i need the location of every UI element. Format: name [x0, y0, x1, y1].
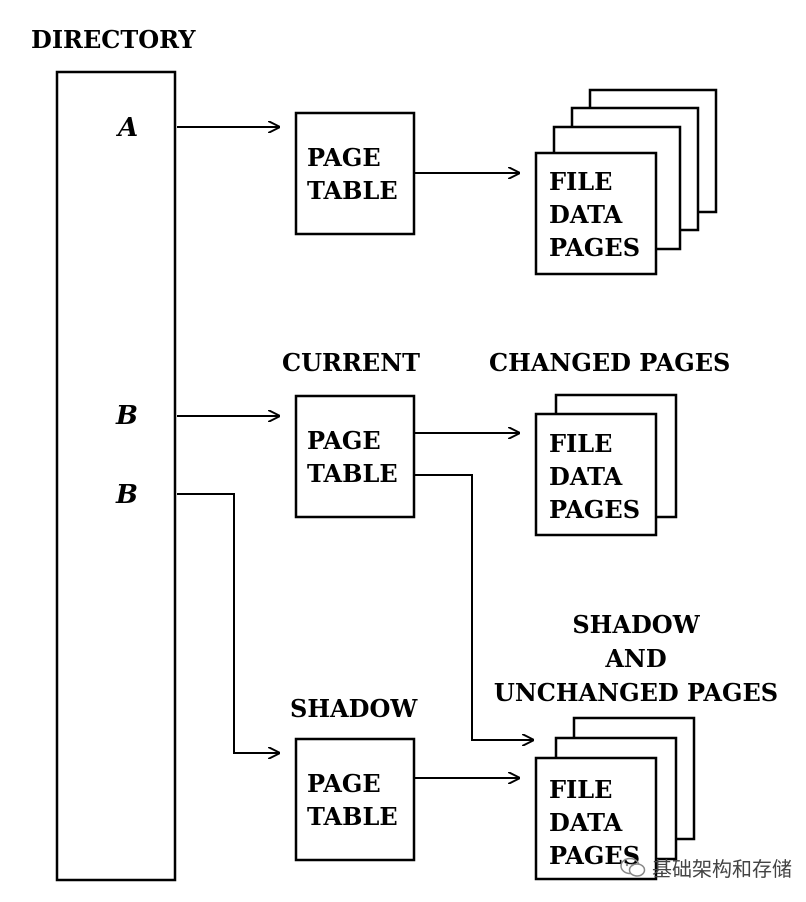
file-stack-changed-label: FILE DATA PAGES — [549, 429, 641, 524]
watermark: 基础架构和存储 — [620, 853, 792, 882]
directory-column — [55, 70, 177, 882]
file-stack-top-label: FILE DATA PAGES — [549, 167, 641, 262]
directory-entry-a: A — [118, 113, 139, 143]
directory-title: DIRECTORY — [31, 25, 196, 54]
directory-entry-b-shadow: B — [116, 480, 138, 510]
watermark-text: 基础架构和存储 — [652, 857, 792, 881]
page-table-shadow-label: PAGE TABLE — [307, 769, 398, 831]
page-table-shadow-box — [294, 737, 416, 862]
page-table-current-box — [294, 394, 416, 519]
changed-pages-heading: CHANGED PAGES — [489, 348, 731, 377]
arrow-b-to-shadow — [177, 493, 279, 753]
arrow-current-to-unchanged — [414, 474, 533, 740]
page-table-current-label: PAGE TABLE — [307, 426, 398, 488]
unchanged-pages-heading: SHADOW AND UNCHANGED PAGES — [493, 610, 779, 707]
directory-entry-b-current: B — [116, 401, 138, 431]
wechat-icon — [620, 857, 646, 877]
shadow-heading: SHADOW — [290, 694, 418, 723]
file-stack-changed — [534, 393, 678, 537]
file-stack-top — [534, 88, 718, 276]
file-stack-unchanged-label: FILE DATA PAGES — [549, 775, 641, 870]
file-stack-unchanged — [534, 716, 696, 881]
current-heading: CURRENT — [282, 348, 421, 377]
page-table-top-label: PAGE TABLE — [307, 143, 398, 205]
